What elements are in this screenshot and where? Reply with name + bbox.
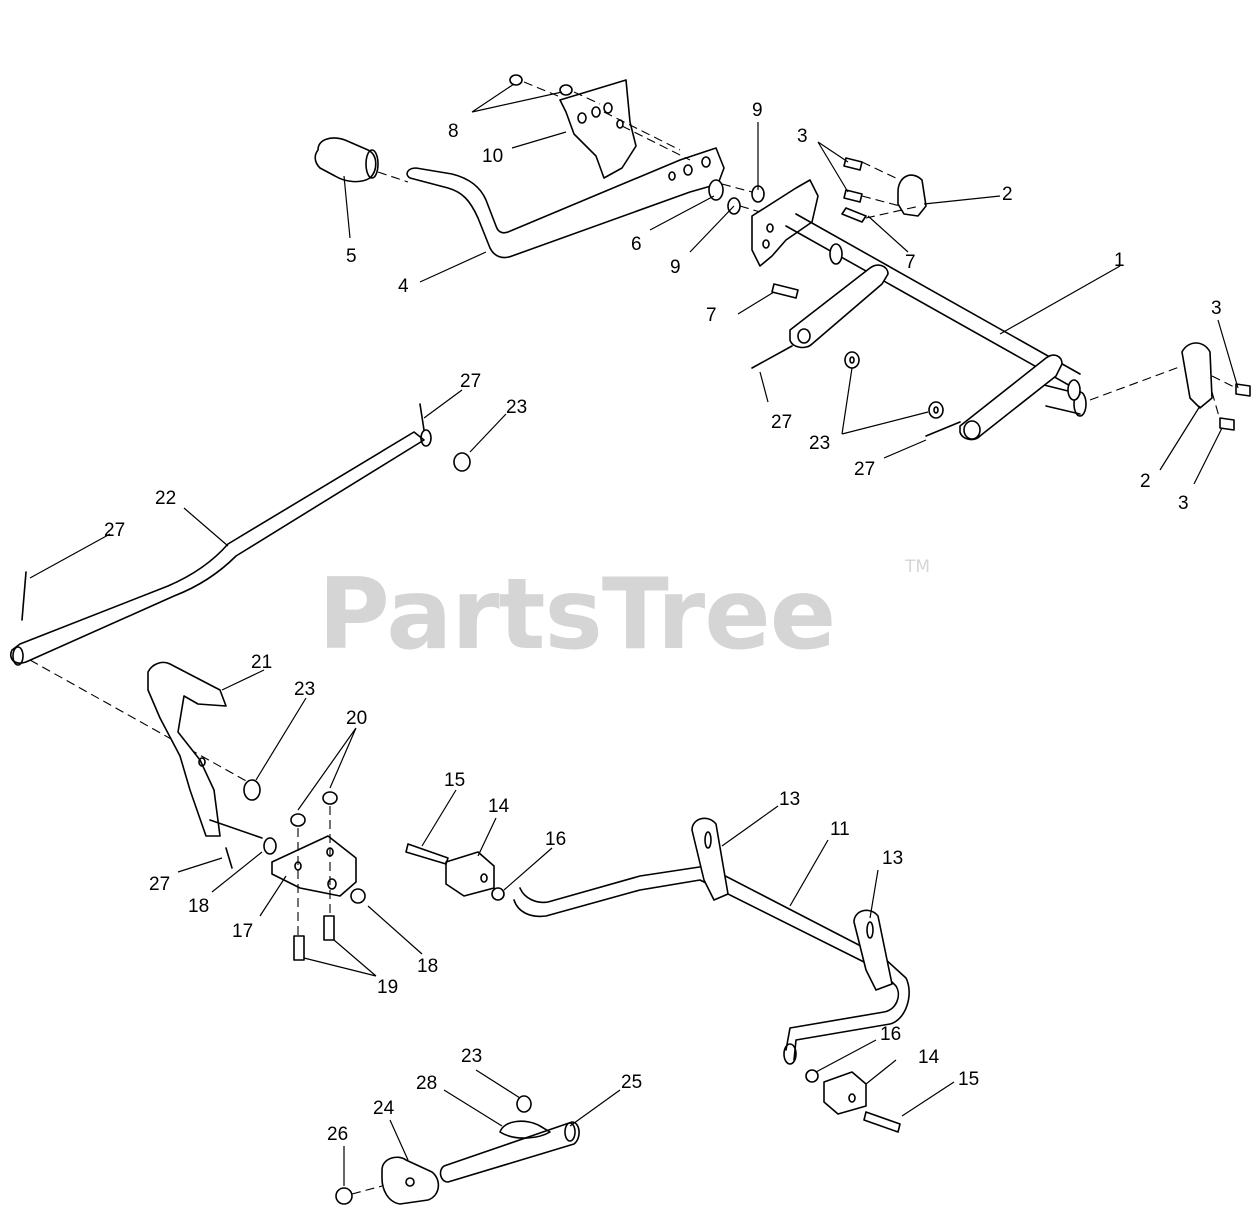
part-23-washer-lower (516, 1095, 532, 1113)
callout-7: 7 (706, 305, 717, 326)
part-16-nut-upper (491, 887, 505, 901)
callout-13: 13 (882, 848, 903, 869)
part-3-bolts (843, 157, 1251, 431)
callout-22: 22 (155, 488, 176, 509)
part-27-pin-upper-b (925, 421, 961, 437)
callout-15: 15 (444, 770, 465, 791)
part-23-washer-pedal (243, 779, 261, 801)
dash-17-bolts (297, 806, 331, 936)
part-21-pedal (147, 661, 263, 839)
callout-27: 27 (104, 520, 125, 541)
callout-10: 10 (482, 146, 503, 167)
part-14-block-upper (445, 851, 495, 897)
callout-24: 24 (373, 1098, 395, 1119)
callout-9: 9 (670, 257, 681, 278)
callout-2: 2 (1140, 471, 1151, 492)
callout-labels: 1 2 2 3 3 3 4 5 6 7 7 8 9 9 10 11 13 13 … (104, 100, 1222, 1145)
callout-26: 26 (327, 1124, 348, 1145)
leader-lines (29, 83, 1239, 1186)
callout-9: 9 (752, 100, 763, 121)
callout-2: 2 (1002, 184, 1013, 205)
part-15-bolt-upper (405, 843, 449, 865)
callout-13: 13 (779, 789, 800, 810)
callout-18: 18 (417, 956, 438, 977)
callout-27: 27 (854, 459, 875, 480)
callout-23: 23 (294, 679, 315, 700)
watermark-trademark: TM (904, 557, 930, 577)
part-1-shaft-assembly (751, 179, 1087, 441)
dash-hook-bolts (861, 161, 1237, 421)
callout-19: 19 (377, 977, 398, 998)
callout-23: 23 (461, 1046, 482, 1067)
callout-15: 15 (958, 1069, 979, 1090)
callout-28: 28 (416, 1073, 437, 1094)
part-2-hook-lower (1181, 342, 1213, 409)
callout-4: 4 (398, 276, 409, 297)
part-2-hook-upper (897, 174, 927, 217)
part-25-rod (439, 1121, 580, 1183)
callout-27: 27 (460, 371, 481, 392)
part-26-nut (335, 1187, 353, 1205)
callout-11: 11 (830, 819, 850, 840)
callout-16: 16 (880, 1024, 901, 1045)
part-16-nut-lower (805, 1069, 819, 1083)
part-23-washer-upper-b (928, 401, 944, 419)
callout-18: 18 (188, 896, 209, 917)
part-22-rod (10, 403, 471, 666)
part-27-pin-upper-a (751, 345, 793, 369)
callout-27: 27 (771, 412, 792, 433)
dash-5-4 (377, 171, 409, 183)
part-5-grip (314, 137, 379, 183)
part-4-lever (406, 147, 725, 259)
callout-23: 23 (506, 397, 527, 418)
callout-27: 27 (149, 874, 170, 895)
part-10-bracket (559, 79, 637, 179)
part-20-nuts (290, 791, 338, 827)
part-13-arm-upper (691, 817, 729, 901)
part-18-bushing-left (263, 837, 277, 855)
part-14-block-lower (823, 1071, 867, 1115)
part-24-bushing (381, 1156, 440, 1205)
part-17-bracket (271, 835, 357, 897)
callout-8: 8 (448, 121, 459, 142)
dash-8-10 (523, 81, 691, 161)
part-19-bolts (293, 915, 335, 961)
callout-3: 3 (1211, 298, 1222, 319)
part-23-washer-upper-a (844, 351, 860, 369)
callout-14: 14 (918, 1047, 940, 1068)
callout-3: 3 (797, 126, 808, 147)
dash-6-9 (721, 183, 761, 213)
part-7-bolts (771, 207, 867, 299)
part-6-washer (708, 179, 724, 201)
callout-1: 1 (1114, 250, 1125, 271)
callout-25: 25 (621, 1072, 642, 1093)
part-18-bushing-right (350, 888, 366, 904)
part-15-bolt-lower (863, 1111, 901, 1133)
callout-21: 21 (251, 652, 272, 673)
callout-5: 5 (346, 246, 357, 267)
watermark-brand: PartsTree (318, 558, 835, 672)
callout-20: 20 (346, 708, 367, 729)
dash-22-21 (29, 659, 249, 783)
callout-14: 14 (488, 796, 510, 817)
callout-16: 16 (545, 829, 566, 850)
callout-7: 7 (905, 252, 916, 273)
watermark: PartsTree TM (318, 557, 930, 672)
callout-17: 17 (232, 921, 253, 942)
part-13-arm-lower (853, 909, 893, 991)
callout-6: 6 (631, 234, 642, 255)
part-28-clip (499, 1120, 551, 1139)
callout-3: 3 (1178, 493, 1189, 514)
dash-26-24 (351, 1185, 383, 1195)
callout-23: 23 (809, 433, 830, 454)
part-27-pin-pedal (225, 847, 233, 869)
part-8-nuts (509, 74, 573, 96)
